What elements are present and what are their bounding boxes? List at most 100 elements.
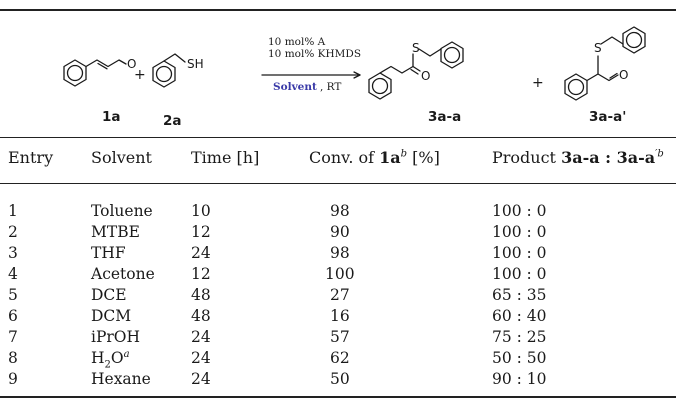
atom-o-1a: O <box>127 57 136 71</box>
header-conversion-post: [%] <box>407 148 440 167</box>
solvent-water-o: O <box>110 349 124 368</box>
aldehyde-double-3aa-prime <box>609 72 618 79</box>
cell-ratio: 60 : 40 <box>492 307 547 325</box>
plus-sign-1: + <box>134 67 146 83</box>
cell-ratio: 65 : 35 <box>492 286 547 304</box>
cell-ratio: 90 : 10 <box>492 370 547 388</box>
s-chain-3aa <box>418 48 442 57</box>
aromatic-circle-1a <box>66 64 84 82</box>
label-3aa-prime: 3a-a' <box>589 109 626 125</box>
cell-solvent: THF <box>91 244 126 262</box>
reagent-line-2: 10 mol% KHMDS <box>268 48 361 60</box>
cell-solvent: DCM <box>91 307 132 325</box>
label-2a: 2a <box>163 113 182 129</box>
header-conversion: Conv. of 1ab [%] <box>309 148 440 167</box>
cell-conversion: 27 <box>330 286 350 304</box>
condition-solvent: Solvent <box>273 81 317 93</box>
reaction-scheme: O SH S O S O + + 10 mol% A 10 mol% KHMDS… <box>63 26 646 129</box>
benzene-ring-3aa <box>368 72 392 100</box>
header-product-footnote: ′b <box>655 148 664 160</box>
solvent-water-subscript: 2 <box>104 359 111 371</box>
cell-time: 48 <box>191 286 211 304</box>
cell-ratio: 50 : 50 <box>492 349 547 367</box>
cell-solvent: Hexane <box>91 370 151 388</box>
cell-entry: 3 <box>8 244 18 262</box>
cell-time: 24 <box>191 349 211 367</box>
cell-entry: 5 <box>8 286 18 304</box>
cell-conversion: 50 <box>330 370 350 388</box>
cell-ratio: 100 : 0 <box>492 265 547 283</box>
cell-conversion: 57 <box>330 328 350 346</box>
solvent-water-footnote: a <box>123 349 130 360</box>
arrow-head-icon <box>353 71 361 79</box>
cell-ratio: 100 : 0 <box>492 223 547 241</box>
cell-entry: 2 <box>8 223 18 241</box>
molecule-3aa-prime <box>564 26 646 101</box>
carbonyl-double-3aa <box>410 68 419 75</box>
cell-conversion: 100 <box>325 265 355 283</box>
double-bond-1a <box>97 62 108 70</box>
cell-solvent: iPrOH <box>91 328 141 346</box>
cell-solvent: Toluene <box>91 202 153 220</box>
header-product: Product 3a-a : 3a-a′b <box>492 148 664 167</box>
cell-time: 24 <box>191 244 211 262</box>
condition-rt: , RT <box>320 81 341 93</box>
benzene-ring-3aa-b <box>440 41 464 69</box>
header-product-b: 3a-a <box>616 148 656 167</box>
cell-entry: 1 <box>8 202 18 220</box>
cell-entry: 4 <box>8 265 18 283</box>
aromatic-circle-3aa-prime <box>567 78 585 96</box>
bottom-rule <box>0 396 676 398</box>
header-time: Time [h] <box>191 148 260 167</box>
cell-entry: 6 <box>8 307 18 325</box>
cell-time: 24 <box>191 328 211 346</box>
atom-o-3aa: O <box>421 69 430 83</box>
aromatic-circle-3aa <box>371 77 389 95</box>
header-conversion-pre: Conv. of <box>309 148 380 167</box>
header-product-pre: Product <box>492 148 562 167</box>
cell-solvent: Acetone <box>91 265 155 283</box>
label-1a: 1a <box>102 109 121 125</box>
atom-sh-2a: SH <box>187 57 204 71</box>
chain-2a <box>163 53 186 63</box>
carbonyl-3aa <box>412 65 421 72</box>
chain-3aa-prime <box>586 73 619 82</box>
cell-time: 48 <box>191 307 211 325</box>
aromatic-circle-2a <box>155 65 173 83</box>
atom-s-3aa: S <box>412 41 420 55</box>
benzene-ring-2a <box>152 60 176 88</box>
molecule-3aa <box>368 41 464 100</box>
header-product-a: 3a-a <box>561 148 600 167</box>
reagent-line-1: 10 mol% A <box>268 36 326 48</box>
cell-time: 12 <box>191 265 211 283</box>
cell-conversion: 16 <box>330 307 350 325</box>
header-entry: Entry <box>8 148 54 167</box>
cell-solvent: H2Oa <box>91 349 130 370</box>
molecule-1a <box>63 59 127 87</box>
cell-solvent: DCE <box>91 286 127 304</box>
header-solvent: Solvent <box>91 148 152 167</box>
header-conversion-footnote: b <box>400 148 408 160</box>
cell-entry: 8 <box>8 349 18 367</box>
chain-1a <box>85 59 127 68</box>
plus-sign-2: + <box>532 75 544 91</box>
cell-ratio: 75 : 25 <box>492 328 547 346</box>
solvent-water-h: H <box>91 349 105 368</box>
cell-conversion: 98 <box>330 244 350 262</box>
atom-o-3aa-prime: O <box>619 68 628 82</box>
aromatic-circle-3aa-prime-b <box>625 31 643 49</box>
header-product-sep: : <box>599 148 617 167</box>
cell-ratio: 100 : 0 <box>492 244 547 262</box>
s-chain-3aa-prime <box>600 36 624 45</box>
aromatic-circle-3aa-b <box>443 46 461 64</box>
cell-time: 24 <box>191 370 211 388</box>
cell-conversion: 90 <box>330 223 350 241</box>
cell-conversion: 98 <box>330 202 350 220</box>
header-top-rule <box>0 137 676 138</box>
cell-solvent: MTBE <box>91 223 140 241</box>
atom-s-3aa-prime: S <box>594 41 602 55</box>
cell-entry: 9 <box>8 370 18 388</box>
cell-time: 10 <box>191 202 211 220</box>
molecule-2a <box>152 53 186 88</box>
label-3aa: 3a-a <box>428 109 461 125</box>
